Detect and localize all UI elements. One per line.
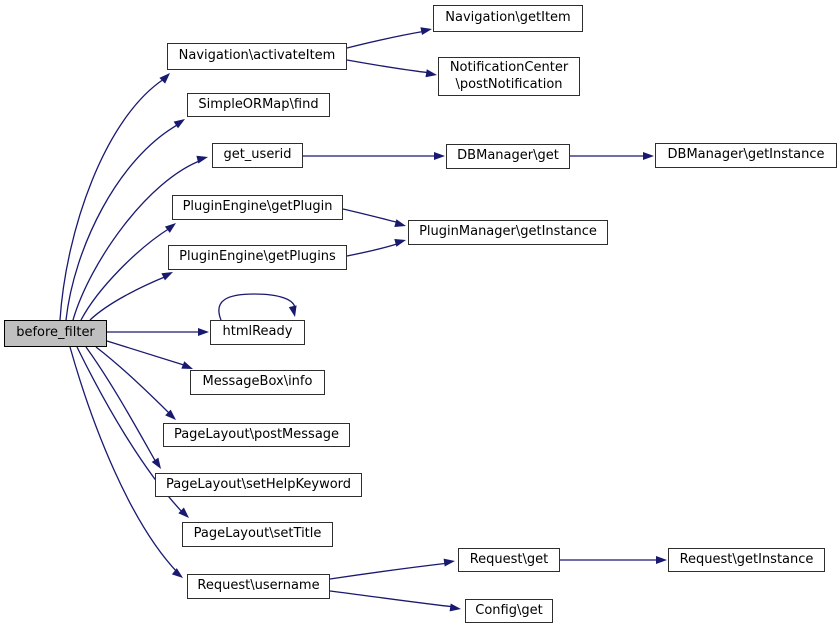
node-nav_activateitem[interactable]: Navigation\activateItem	[167, 43, 347, 70]
node-nav_getitem[interactable]: Navigation\getItem	[433, 5, 583, 32]
edge-req_username-to-req_get	[329, 562, 450, 580]
node-pl_postmessage[interactable]: PageLayout\postMessage	[163, 423, 350, 447]
edge-before_filter-to-pl_sethelpkeyword	[85, 346, 158, 465]
node-get_userid[interactable]: get_userid	[212, 143, 303, 168]
arrowhead-req_username-to-req_get	[443, 558, 455, 567]
arrowhead-before_filter-to-pl_postmessage	[165, 409, 176, 420]
edge-before_filter-to-pe_getplugin	[80, 227, 171, 321]
node-dbm_getinstance[interactable]: DBManager\getInstance	[655, 143, 837, 168]
edge-before_filter-to-nav_activateitem	[59, 78, 165, 321]
node-before_filter[interactable]: before_filter	[4, 320, 107, 347]
arrowhead-pe_getplugins-to-pm_getinstance	[394, 239, 406, 247]
node-messagebox_info[interactable]: MessageBox\info	[190, 370, 325, 395]
edge-before_filter-to-pe_getplugins	[89, 275, 168, 321]
arrowhead-before_filter-to-pe_getplugin	[164, 223, 176, 233]
edge-req_username-to-config_get	[329, 590, 456, 608]
edge-nav_activateitem-to-nav_getitem	[346, 30, 427, 49]
arrowhead-dbm_get-to-dbm_getinstance	[643, 152, 654, 160]
arrowhead-before_filter-to-simpleormap_find	[173, 119, 185, 129]
node-pl_settitle[interactable]: PageLayout\setTitle	[182, 522, 333, 547]
arrowhead-htmlready-to-htmlready	[288, 305, 297, 317]
edge-pe_getplugin-to-pm_getinstance	[342, 208, 401, 224]
edge-before_filter-to-pl_postmessage	[95, 346, 172, 416]
edge-before_filter-to-simpleormap_find	[65, 123, 180, 321]
edge-before_filter-to-messagebox_info	[106, 340, 188, 367]
node-nc_postnotification[interactable]: NotificationCenter \postNotification	[438, 57, 580, 96]
node-config_get[interactable]: Config\get	[465, 599, 553, 623]
node-pl_sethelpkeyword[interactable]: PageLayout\setHelpKeyword	[155, 473, 362, 497]
edge-pe_getplugins-to-pm_getinstance	[346, 242, 401, 257]
arrowhead-req_get-to-req_getinstance	[656, 556, 667, 564]
arrowhead-nav_activateitem-to-nc_postnotification	[425, 69, 437, 78]
node-dbm_get[interactable]: DBManager\get	[446, 144, 570, 169]
arrowhead-before_filter-to-req_username	[171, 568, 183, 578]
arrowhead-req_username-to-config_get	[449, 603, 461, 612]
edge-htmlready-to-htmlready	[218, 293, 296, 321]
node-req_getinstance[interactable]: Request\getInstance	[668, 548, 825, 572]
node-req_get[interactable]: Request\get	[458, 548, 560, 572]
edge-before_filter-to-get_userid	[72, 159, 203, 321]
edge-nav_activateitem-to-nc_postnotification	[346, 59, 432, 74]
arrowhead-nav_activateitem-to-nav_getitem	[420, 27, 432, 35]
node-req_username[interactable]: Request\username	[187, 574, 330, 599]
node-simpleormap_find[interactable]: SimpleORMap\find	[187, 93, 330, 117]
node-pe_getplugin[interactable]: PluginEngine\getPlugin	[172, 195, 343, 220]
node-pm_getinstance[interactable]: PluginManager\getInstance	[408, 220, 608, 245]
arrowhead-get_userid-to-dbm_get	[434, 152, 445, 160]
arrowhead-before_filter-to-messagebox_info	[181, 361, 193, 369]
arrowhead-before_filter-to-pl_settitle	[178, 507, 189, 518]
arrowhead-before_filter-to-nav_activateitem	[159, 73, 170, 84]
node-pe_getplugins[interactable]: PluginEngine\getPlugins	[168, 245, 347, 270]
node-htmlready[interactable]: htmlReady	[210, 320, 305, 345]
arrowhead-before_filter-to-htmlready	[198, 328, 209, 336]
arrowhead-before_filter-to-get_userid	[196, 155, 208, 164]
arrowhead-before_filter-to-pe_getplugins	[161, 272, 173, 281]
arrowhead-pe_getplugin-to-pm_getinstance	[394, 219, 406, 227]
arrowhead-before_filter-to-pl_sethelpkeyword	[151, 457, 161, 469]
edge-before_filter-to-req_username	[69, 346, 179, 574]
